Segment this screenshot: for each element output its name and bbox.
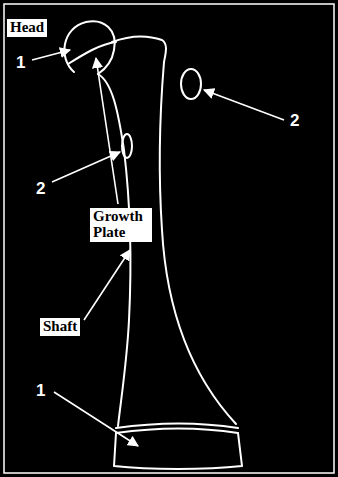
- leader-line: [84, 250, 130, 320]
- callout-number: 2: [36, 180, 45, 198]
- lesser-trochanter-apophysis: [122, 134, 132, 158]
- leader-line: [32, 50, 70, 60]
- leader-line: [54, 392, 138, 446]
- distal-growth-plate: [116, 424, 238, 429]
- part-label: Growth Plate: [90, 208, 152, 242]
- leader-line: [52, 152, 120, 182]
- femoral-neck: [112, 36, 166, 62]
- trochanter-apophysis: [181, 69, 201, 99]
- head-growth-plate: [68, 42, 116, 64]
- callout-number: 1: [36, 382, 45, 400]
- part-label: Head: [6, 18, 48, 38]
- shaft-medial: [98, 74, 130, 426]
- distal-growth-plate: [116, 429, 238, 434]
- leader-line: [204, 90, 284, 120]
- shaft-lateral: [160, 62, 236, 424]
- callout-number: 2: [290, 112, 299, 130]
- frame: [4, 4, 334, 473]
- femoral-head: [64, 21, 114, 74]
- leader-line: [96, 58, 118, 204]
- part-label: Shaft: [40, 318, 80, 336]
- distal-epiphysis: [114, 433, 242, 469]
- callout-number: 1: [16, 54, 25, 72]
